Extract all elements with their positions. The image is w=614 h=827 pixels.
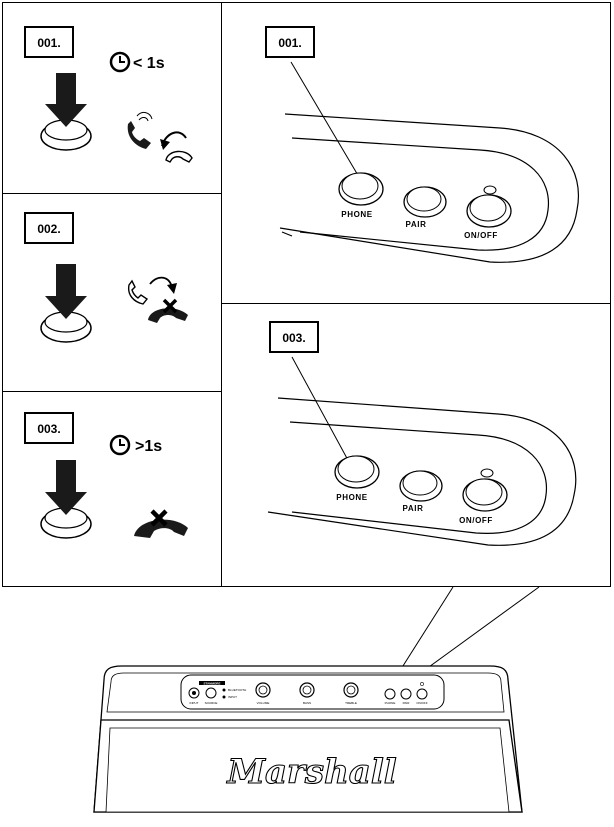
phone-button bbox=[334, 455, 380, 489]
step-badge: 003. bbox=[37, 422, 60, 436]
treble-label: TREBLE bbox=[345, 701, 357, 705]
speaker-grille bbox=[105, 727, 510, 813]
detail-badge: 003. bbox=[282, 331, 305, 345]
model-badge-text: STANMORE bbox=[204, 681, 221, 685]
step-badge: 001. bbox=[37, 36, 60, 50]
press-button-icon bbox=[40, 73, 92, 151]
power-button bbox=[462, 468, 508, 512]
speaker-power-button bbox=[416, 688, 428, 700]
step-badge: 002. bbox=[37, 222, 60, 236]
decline-call-icon bbox=[127, 276, 188, 323]
step-badge-box bbox=[24, 26, 74, 58]
bass-knob bbox=[299, 682, 315, 698]
leader-line bbox=[290, 61, 360, 178]
step-badge-box bbox=[24, 412, 74, 444]
power-button bbox=[466, 185, 512, 228]
model-badge bbox=[199, 681, 225, 685]
power-button-label: ON/OFF bbox=[459, 516, 493, 525]
press-button-icon bbox=[40, 460, 92, 539]
source-button-label: SOURCE bbox=[205, 701, 218, 705]
step-badge-box bbox=[24, 212, 74, 244]
phone-button-label: PHONE bbox=[341, 210, 373, 219]
power-button-label: ON/OFF bbox=[464, 231, 498, 240]
treble-knob bbox=[343, 682, 359, 698]
source-input-label: INPUT bbox=[228, 695, 237, 699]
detail-badge-box bbox=[269, 321, 319, 353]
panel-outline bbox=[279, 113, 579, 263]
panel-outline bbox=[267, 397, 577, 546]
press-button-icon bbox=[40, 264, 92, 343]
step-2-panel: 002. bbox=[24, 212, 188, 343]
clock-icon bbox=[109, 434, 131, 456]
brand-logo: Marshall bbox=[226, 752, 396, 792]
button-detail-bottom: 003. PHONE PAIR ON/OFF bbox=[267, 321, 577, 546]
volume-knob bbox=[255, 682, 271, 698]
speaker: INPUT SOURCE STANMORE BLUETOOTH INPUT VO… bbox=[93, 665, 523, 813]
pair-button-label: PAIR bbox=[406, 220, 427, 229]
button-detail-top: 001. PHONE PAIR ON/OFF bbox=[265, 26, 579, 263]
panel-frame bbox=[2, 2, 611, 587]
detail-badge: 001. bbox=[278, 36, 301, 50]
pair-button bbox=[403, 186, 447, 218]
speaker-pair-label: PAIR bbox=[403, 701, 411, 705]
timer-text: >1s bbox=[135, 438, 162, 455]
bass-label: BASS bbox=[303, 701, 311, 705]
clock-icon bbox=[109, 51, 131, 73]
pair-button-label: PAIR bbox=[403, 504, 424, 513]
phone-button bbox=[338, 172, 384, 206]
speaker-phone-button bbox=[384, 688, 396, 700]
volume-label: VOLUME bbox=[257, 701, 270, 705]
pair-button bbox=[399, 470, 443, 502]
speaker-power-label: ON/OFF bbox=[416, 701, 427, 705]
step-1-panel: 001. < 1s bbox=[24, 26, 193, 163]
speaker-pair-button bbox=[400, 688, 412, 700]
detail-badge-box bbox=[265, 26, 315, 58]
speaker-phone-label: PHONE bbox=[385, 701, 396, 705]
timer-text: < 1s bbox=[133, 55, 165, 72]
step-3-panel: 003. >1s bbox=[24, 412, 188, 539]
bluetooth-label: BLUETOOTH bbox=[228, 688, 246, 692]
end-call-icon bbox=[134, 509, 188, 538]
input-jack-label: INPUT bbox=[190, 701, 199, 705]
answer-call-icon bbox=[127, 111, 193, 163]
phone-button-label: PHONE bbox=[336, 493, 368, 502]
leader-line bbox=[291, 356, 350, 463]
